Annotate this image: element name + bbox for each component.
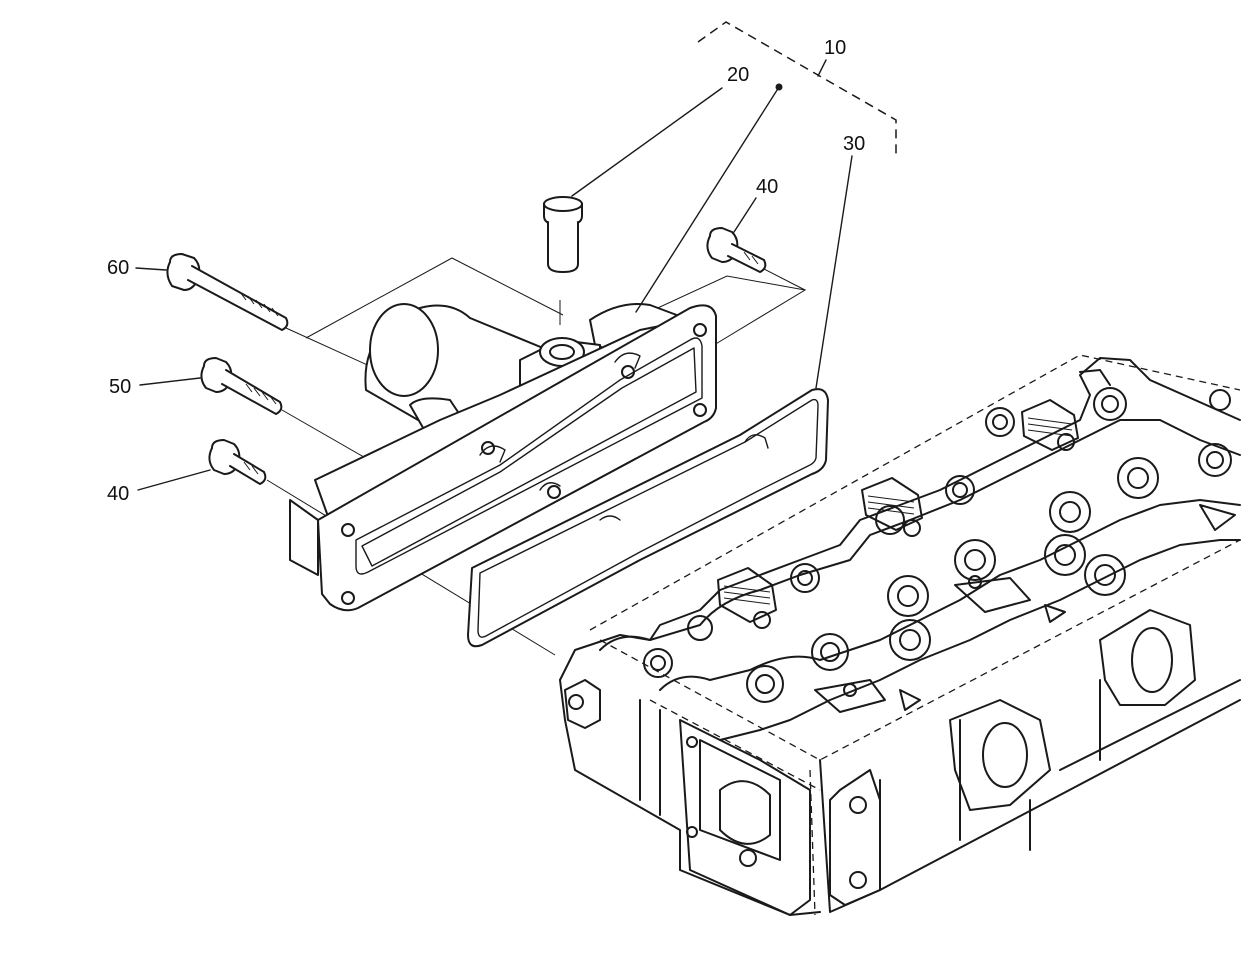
assembly-bracket-10	[697, 21, 897, 156]
bolt-60	[166, 253, 289, 331]
callout-10: 10	[824, 37, 846, 59]
callout-40-top: 40	[756, 176, 778, 198]
callout-labels: 10 20 30 40 60 50 40	[107, 37, 865, 505]
callout-50: 50	[109, 376, 131, 398]
thermostat-housing	[289, 303, 717, 612]
sensor-plug-20	[543, 196, 583, 273]
port-middle	[861, 477, 923, 537]
callout-60: 60	[107, 257, 129, 279]
callout-40-left: 40	[107, 483, 129, 505]
gasket-30	[467, 388, 829, 648]
port-right	[1021, 399, 1079, 451]
bolt-50	[200, 357, 283, 415]
callout-20: 20	[727, 64, 749, 86]
bolt-40-top	[706, 227, 767, 273]
bolt-40-left	[208, 439, 267, 485]
port-left	[717, 567, 777, 629]
cylinder-head	[559, 354, 1241, 916]
callout-30: 30	[843, 133, 865, 155]
callout-leaders	[135, 83, 853, 491]
